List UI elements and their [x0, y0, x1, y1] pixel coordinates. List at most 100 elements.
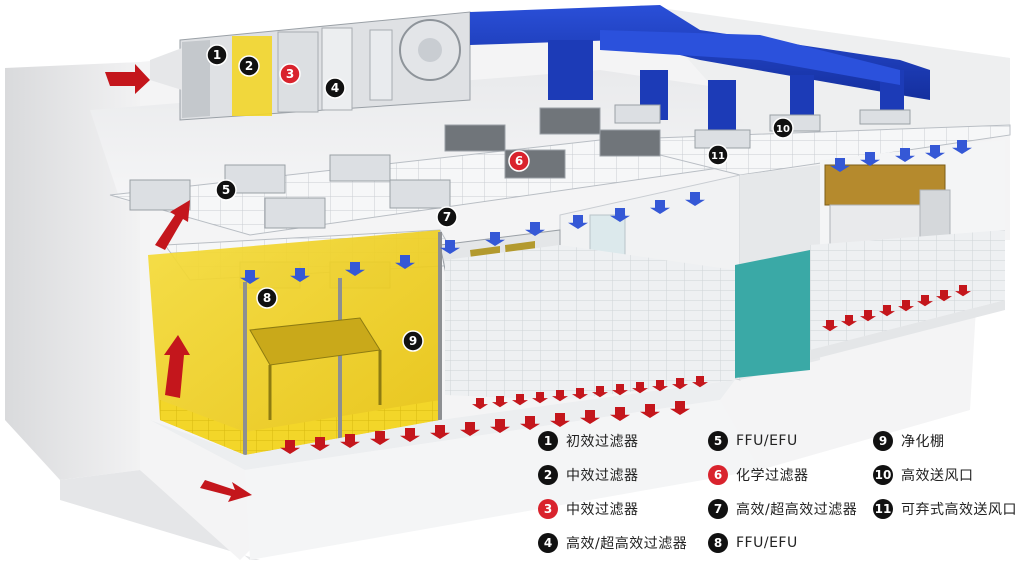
callout-marker-9: 9: [402, 330, 424, 352]
downflow-arrow-blue: [525, 222, 545, 236]
return-up-arrow: [164, 335, 190, 398]
return-arrow-red: [310, 437, 330, 451]
downflow-arrow-blue: [485, 232, 505, 246]
return-arrow-red: [692, 376, 708, 388]
legend-item-7: 7 高效/超高效过滤器: [708, 496, 857, 522]
return-arrow-red: [670, 401, 690, 415]
legend-item-6: 6 化学过滤器: [708, 462, 809, 488]
downflow-arrow-blue: [568, 215, 588, 229]
downflow-arrow-blue: [650, 200, 670, 214]
legend-item-2: 2 中效过滤器: [538, 462, 639, 488]
legend-item-3: 3 中效过滤器: [538, 496, 639, 522]
legend-badge: 7: [708, 499, 728, 519]
legend-label: 高效/超高效过滤器: [566, 536, 688, 552]
return-arrow-red: [512, 394, 528, 406]
downflow-arrow-blue: [895, 148, 915, 162]
callout-number: 3: [286, 67, 294, 81]
return-arrow-red: [550, 413, 570, 427]
return-arrow-red: [492, 396, 508, 408]
legend-badge: 4: [538, 533, 558, 553]
return-arrow-red: [640, 404, 660, 418]
callout-number: 2: [245, 59, 253, 73]
callout-marker-8: 8: [256, 287, 278, 309]
return-arrow-red: [580, 410, 600, 424]
return-arrow-red: [520, 416, 540, 430]
downflow-arrow-blue: [685, 192, 705, 206]
callout-number: 7: [443, 210, 451, 224]
downflow-arrow-blue: [345, 262, 365, 276]
callout-marker-11: 11: [707, 144, 729, 166]
return-arrow-red: [370, 431, 390, 445]
callout-number: 8: [263, 291, 271, 305]
return-arrow-red: [841, 315, 857, 327]
legend-label: FFU/EFU: [736, 433, 798, 449]
legend-badge: 9: [873, 431, 893, 451]
return-arrow-red: [612, 384, 628, 396]
legend-label: 高效送风口: [901, 468, 974, 484]
callout-number: 1: [213, 48, 221, 62]
legend-badge: 2: [538, 465, 558, 485]
downflow-arrow-blue: [290, 268, 310, 282]
return-side-arrow: [200, 480, 252, 502]
return-arrow-red: [490, 419, 510, 433]
legend-item-5: 5 FFU/EFU: [708, 428, 798, 454]
legend-badge: 6: [708, 465, 728, 485]
callout-marker-7: 7: [436, 206, 458, 228]
callout-number: 4: [331, 81, 339, 95]
air-handling-unit: [150, 11, 471, 121]
legend-item-11: 11 可弃式高效送风口: [873, 496, 1017, 522]
legend-badge: 8: [708, 533, 728, 553]
downflow-arrow-blue: [860, 152, 880, 166]
clean-booth: [148, 230, 442, 455]
return-arrow-red: [955, 285, 971, 297]
return-arrow-red: [822, 320, 838, 332]
return-arrow-red: [400, 428, 420, 442]
callout-number: 9: [409, 334, 417, 348]
return-arrow-red: [898, 300, 914, 312]
airflow-arrows: [105, 64, 972, 502]
return-arrow-red: [552, 390, 568, 402]
legend-label: 高效/超高效过滤器: [736, 502, 858, 518]
return-arrow-red: [430, 425, 450, 439]
legend-badge: 5: [708, 431, 728, 451]
legend-label: 化学过滤器: [736, 468, 809, 484]
callout-marker-4: 4: [324, 77, 346, 99]
legend: 1 初效过滤器 2 中效过滤器 3 中效过滤器 4 高效/超高效过滤器 5 FF…: [538, 428, 1018, 578]
legend-label: 初效过滤器: [566, 434, 639, 450]
callout-number: 5: [222, 183, 230, 197]
legend-item-4: 4 高效/超高效过滤器: [538, 530, 687, 556]
return-arrow-red: [652, 380, 668, 392]
return-arrow-red: [860, 310, 876, 322]
raised-floor: [445, 230, 1005, 400]
return-arrow-red: [879, 305, 895, 317]
callout-number: 11: [711, 151, 725, 162]
legend-label: 中效过滤器: [566, 468, 639, 484]
legend-label: 中效过滤器: [566, 502, 639, 518]
intake-arrow: [105, 64, 150, 94]
return-up-arrow: [155, 200, 190, 250]
downflow-arrow-blue: [395, 255, 415, 269]
downflow-arrow-blue: [830, 158, 850, 172]
callout-marker-3: 3: [279, 63, 301, 85]
legend-item-1: 1 初效过滤器: [538, 428, 639, 454]
legend-label: 可弃式高效送风口: [901, 502, 1017, 518]
downflow-arrow-blue: [610, 208, 630, 222]
return-arrow-red: [572, 388, 588, 400]
return-arrow-red: [280, 440, 300, 454]
legend-badge: 11: [873, 499, 893, 519]
callout-marker-2: 2: [238, 55, 260, 77]
callout-markers: 1 2 3 4 5 6 7 8 9 10 11: [206, 44, 794, 352]
return-arrow-red: [592, 386, 608, 398]
legend-badge: 1: [538, 431, 558, 451]
callout-number: 10: [776, 124, 790, 135]
return-arrow-red: [632, 382, 648, 394]
return-arrow-red: [672, 378, 688, 390]
downflow-arrow-blue: [240, 270, 260, 284]
legend-item-10: 10 高效送风口: [873, 462, 974, 488]
return-arrow-red: [532, 392, 548, 404]
return-arrow-red: [460, 422, 480, 436]
callout-marker-6: 6: [508, 150, 530, 172]
downflow-arrow-blue: [952, 140, 972, 154]
callout-marker-1: 1: [206, 44, 228, 66]
